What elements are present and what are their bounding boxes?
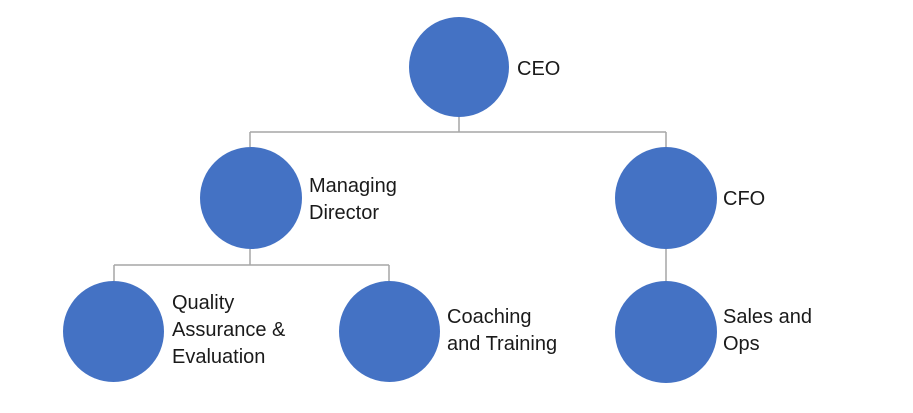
- coaching-training-label-line-2: and Training: [447, 333, 558, 355]
- coaching-training-label-line-1: Coaching: [447, 306, 532, 328]
- managing-director-label-line-1: Managing: [309, 175, 397, 197]
- coaching-training-node: [339, 281, 440, 382]
- cfo-label: CFO: [723, 186, 765, 213]
- quality-assurance-label-line-3: Evaluation: [172, 346, 266, 368]
- sales-ops-node: [615, 281, 717, 383]
- quality-assurance-label-line-1: Quality: [172, 292, 235, 314]
- managing-director-label: Managing Director: [309, 173, 397, 227]
- sales-ops-label-line-2: Ops: [723, 333, 760, 355]
- ceo-label-line-1: CEO: [517, 58, 561, 80]
- quality-assurance-label-line-2: Assurance &: [172, 319, 286, 341]
- managing-director-label-line-2: Director: [309, 202, 380, 224]
- sales-ops-label: Sales and Ops: [723, 304, 812, 358]
- cfo-node: [615, 147, 717, 249]
- quality-assurance-node: [63, 281, 164, 382]
- ceo-label: CEO: [517, 56, 560, 83]
- coaching-training-label: Coaching and Training: [447, 304, 557, 358]
- cfo-label-line-1: CFO: [723, 188, 766, 210]
- managing-director-node: [200, 147, 302, 249]
- sales-ops-label-line-1: Sales and: [723, 306, 812, 328]
- quality-assurance-label: Quality Assurance & Evaluation: [172, 290, 285, 371]
- ceo-node: [409, 17, 509, 117]
